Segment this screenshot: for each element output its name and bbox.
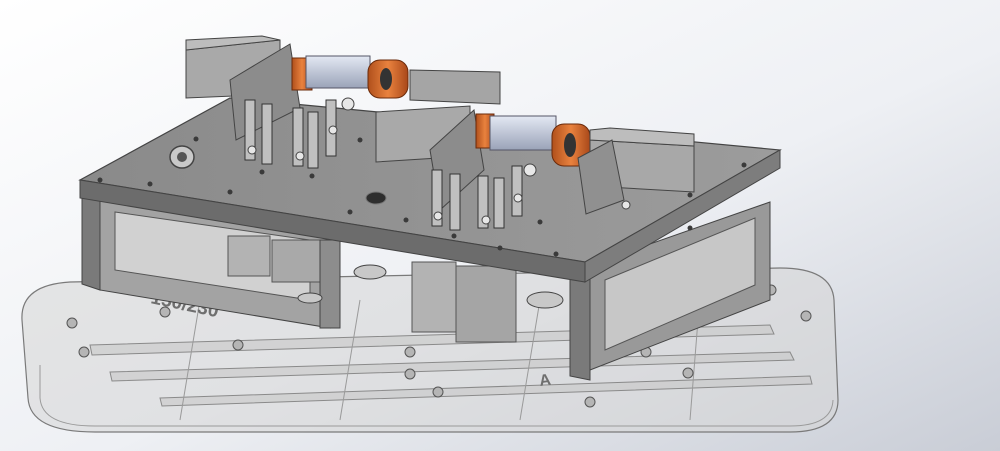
clamp-assembly-right xyxy=(375,105,695,231)
engraving-right-size: A xyxy=(538,371,552,390)
clamp-assembly-left xyxy=(185,35,501,169)
